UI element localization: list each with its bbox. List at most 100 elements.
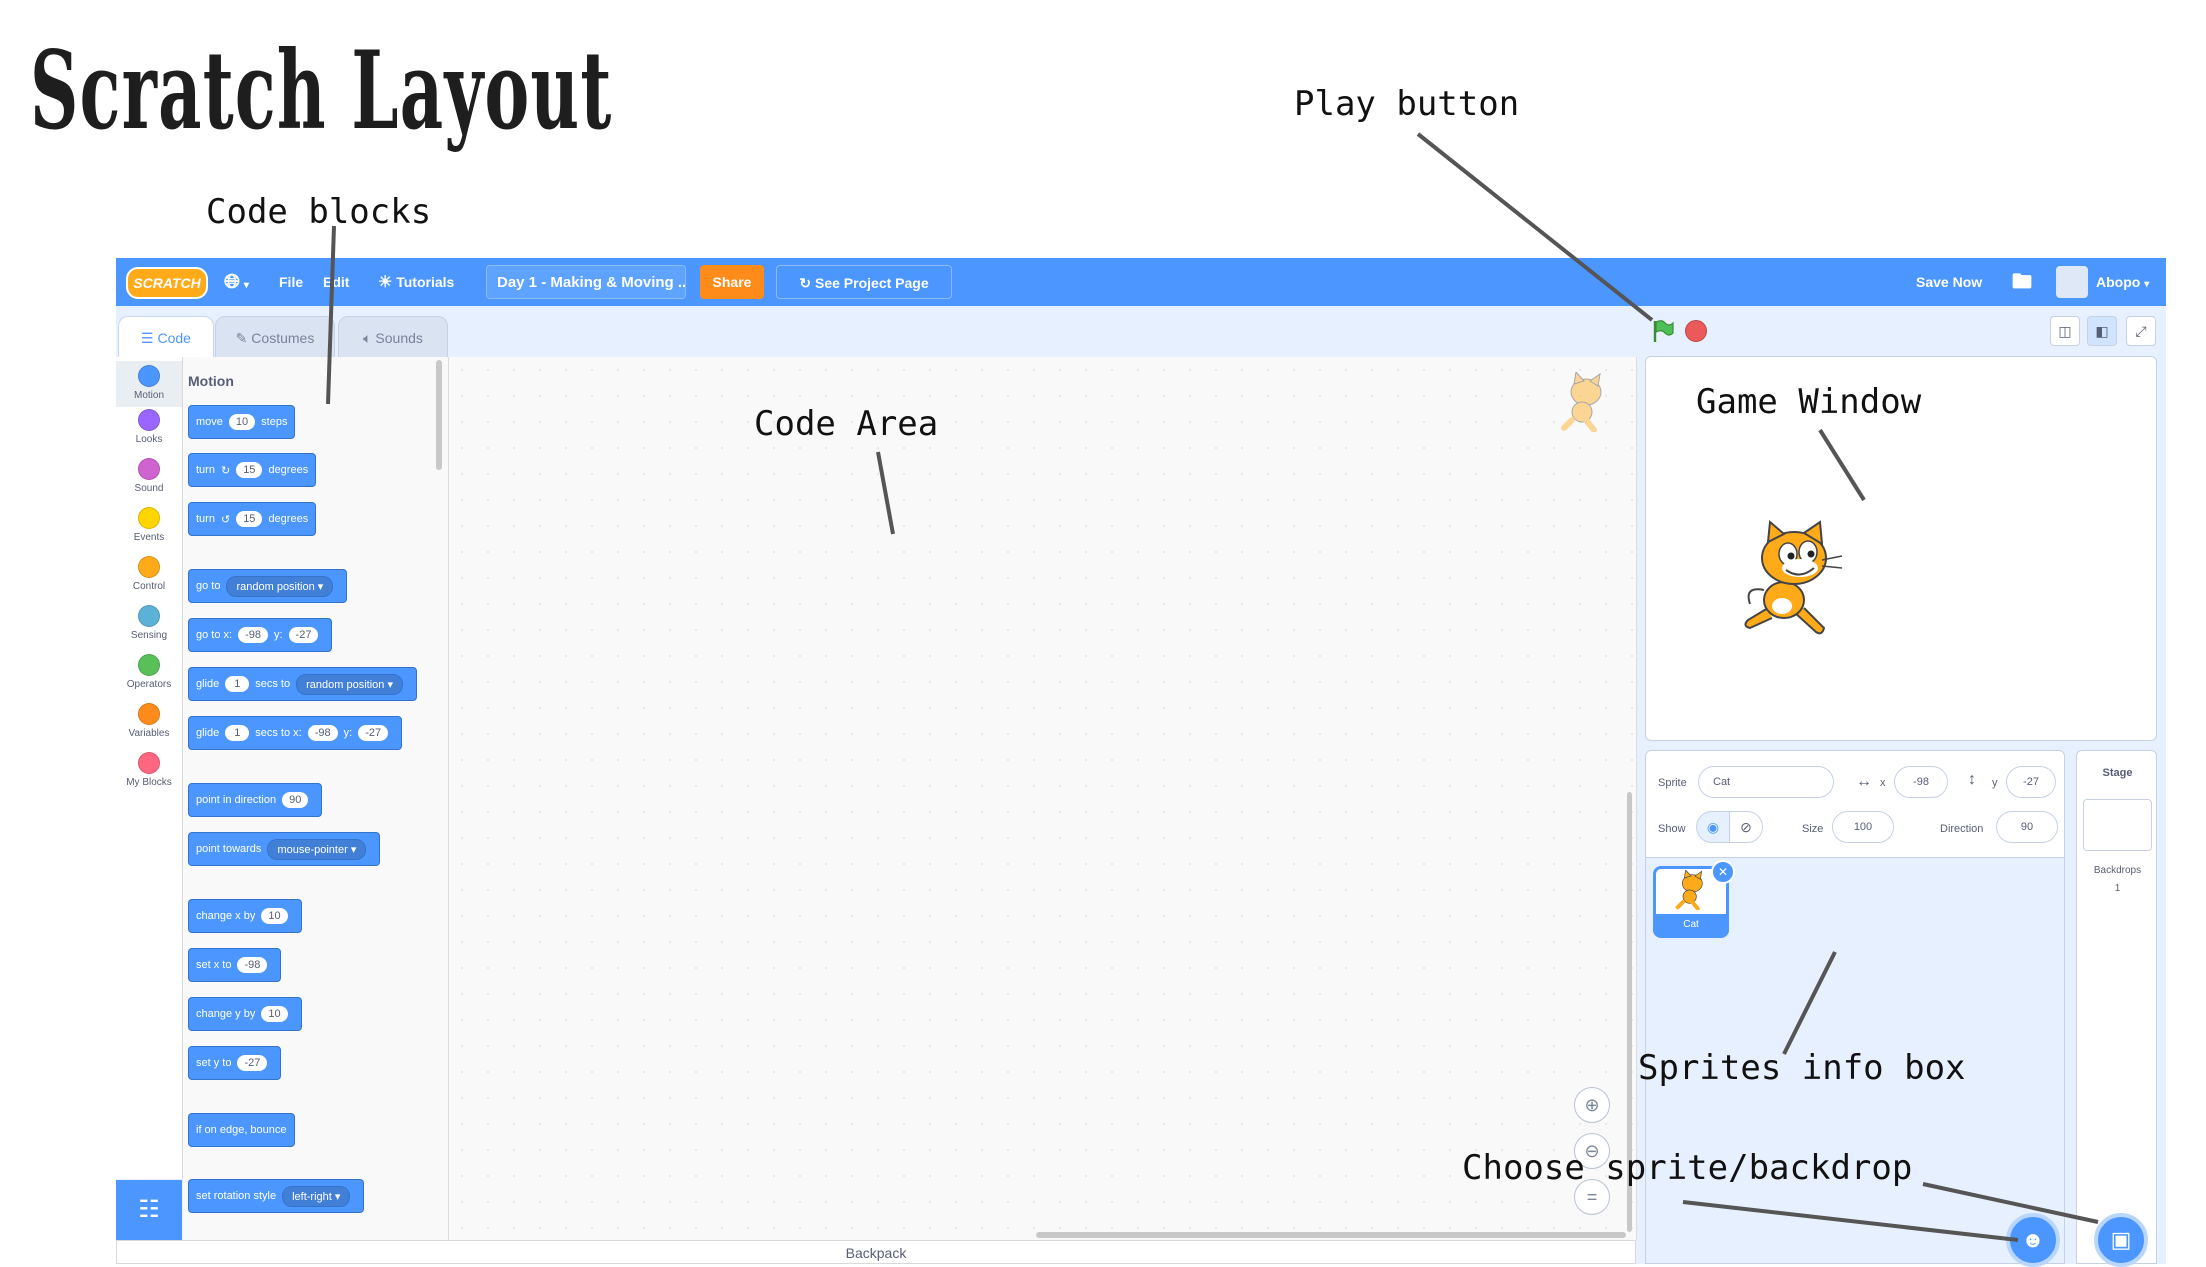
block-text: glide [196, 727, 220, 739]
category-control[interactable]: Control [116, 556, 182, 592]
backdrops-count: 1 [2114, 883, 2121, 894]
menu-bar: SCRATCH 🌐︎ ▾ File Edit ☀ Tutorials Day 1… [116, 258, 2166, 306]
block-text: turn [196, 464, 215, 476]
see-project-page-button[interactable]: ↻ See Project Page [776, 265, 952, 299]
green-flag-icon[interactable] [1650, 318, 1676, 344]
edit-menu[interactable]: Edit [323, 274, 350, 290]
block-input[interactable]: 1 [225, 725, 250, 741]
block-input[interactable]: 10 [228, 414, 256, 430]
category-operators[interactable]: Operators [116, 654, 182, 690]
language-menu[interactable]: 🌐︎ ▾ [224, 258, 249, 306]
category-label: Events [133, 532, 165, 543]
category-variables[interactable]: Variables [116, 703, 182, 739]
y-position-input[interactable]: -27 [2006, 766, 2056, 798]
stage-panel[interactable]: Stage Backdrops 1 [2076, 750, 2157, 1264]
save-now-button[interactable]: Save Now [1916, 274, 1983, 290]
user-menu[interactable]: Abopo ▾ [2096, 258, 2149, 306]
block-glide-to-xy[interactable]: glide 1 secs to x: -98 y: -27 [188, 716, 403, 750]
code-area-horizontal-scrollbar[interactable] [1036, 1232, 1626, 1238]
direction-input[interactable]: 90 [1996, 811, 2058, 843]
add-extension-button[interactable]: ☷ [116, 1180, 182, 1240]
delete-sprite-button[interactable]: ✕ [1711, 860, 1735, 884]
category-dot [138, 507, 160, 529]
block-text: steps [261, 416, 288, 428]
block-text: glide [196, 678, 220, 690]
backpack-bar[interactable]: Backpack [116, 1240, 1636, 1264]
block-point-in-direction[interactable]: point in direction 90 [188, 783, 323, 817]
show-visible-button[interactable]: ◉ [1696, 811, 1730, 843]
block-text: degrees [268, 513, 309, 525]
block-set-x[interactable]: set x to -98 [188, 948, 282, 982]
block-input[interactable]: -27 [288, 627, 319, 643]
category-events[interactable]: Events [116, 507, 182, 543]
block-input[interactable]: 10 [261, 1006, 288, 1022]
large-stage-button[interactable]: ◧ [2087, 316, 2117, 346]
zoom-in-button[interactable]: ⊕ [1574, 1087, 1610, 1123]
block-input[interactable]: 15 [236, 462, 263, 478]
share-button[interactable]: Share [700, 265, 764, 299]
tab-sounds[interactable]: 🔈︎ Sounds [338, 316, 448, 358]
tab-costumes[interactable]: ✎ Costumes [215, 316, 335, 358]
block-input[interactable]: 1 [225, 676, 250, 692]
block-move-steps[interactable]: move 10 steps [188, 405, 296, 439]
sprite-name-input[interactable]: Cat [1698, 766, 1834, 798]
block-dropdown[interactable]: random position ▾ [296, 673, 403, 695]
category-sound[interactable]: Sound [116, 458, 182, 494]
file-menu[interactable]: File [279, 274, 304, 290]
category-sensing[interactable]: Sensing [116, 605, 182, 641]
block-go-to[interactable]: go to random position ▾ [188, 569, 348, 603]
block-change-y[interactable]: change y by 10 [188, 997, 302, 1031]
choose-backdrop-button[interactable]: ▣ [2094, 1213, 2148, 1267]
code-area[interactable] [449, 357, 1637, 1240]
block-glide-to[interactable]: glide 1 secs to random position ▾ [188, 667, 417, 701]
category-my-blocks[interactable]: My Blocks [116, 752, 182, 788]
zoom-reset-button[interactable]: = [1574, 1179, 1610, 1215]
size-input[interactable]: 100 [1832, 811, 1894, 843]
choose-sprite-button[interactable]: ☻ [2006, 1213, 2060, 1267]
stage-game-window[interactable] [1645, 356, 2157, 741]
scratch-logo[interactable]: SCRATCH [126, 267, 208, 299]
block-dropdown[interactable]: mouse-pointer ▾ [267, 838, 367, 860]
project-title-input[interactable]: Day 1 - Making & Moving ... [486, 265, 686, 299]
sprite-cat-watermark-icon [1561, 372, 1602, 432]
stop-button[interactable] [1685, 320, 1707, 342]
cat-sprite-icon[interactable] [1738, 520, 1848, 638]
palette-scrollbar[interactable] [436, 360, 442, 470]
block-dropdown[interactable]: left-right ▾ [282, 1185, 351, 1207]
category-looks[interactable]: Looks [116, 409, 182, 445]
block-input[interactable]: 10 [261, 908, 288, 924]
block-go-to-xy[interactable]: go to x: -98 y: -27 [188, 618, 333, 652]
block-input[interactable]: -27 [358, 725, 389, 741]
block-input[interactable]: 15 [236, 511, 263, 527]
tutorials-label: Tutorials [396, 274, 455, 290]
fullscreen-button[interactable]: ⤢ [2126, 316, 2156, 346]
block-turn-left[interactable]: turn ↺ 15 degrees [188, 502, 317, 536]
block-point-towards[interactable]: point towards mouse-pointer ▾ [188, 832, 381, 866]
block-input[interactable]: -98 [238, 627, 268, 643]
block-set-y[interactable]: set y to -27 [188, 1046, 282, 1080]
block-input[interactable]: -27 [237, 1055, 268, 1071]
backdrop-thumbnail[interactable] [2083, 799, 2152, 851]
tab-code[interactable]: ☰ Code [118, 316, 214, 358]
tutorials-button[interactable]: ☀ Tutorials [378, 258, 454, 306]
block-dropdown[interactable]: random position ▾ [226, 575, 334, 597]
avatar[interactable] [2056, 266, 2088, 298]
category-motion[interactable]: Motion [116, 361, 182, 407]
block-input[interactable]: -98 [307, 725, 338, 741]
palette-heading: Motion [188, 373, 234, 389]
small-stage-button[interactable]: ◫ [2050, 316, 2080, 346]
folder-icon[interactable]: 🖿︎ [2012, 271, 2032, 293]
code-area-vertical-scrollbar[interactable] [1627, 792, 1632, 1232]
block-input[interactable]: 90 [282, 792, 309, 808]
block-input[interactable]: -98 [237, 957, 268, 973]
zoom-out-button[interactable]: ⊖ [1574, 1133, 1610, 1169]
category-dot [138, 556, 160, 578]
block-change-x[interactable]: change x by 10 [188, 899, 302, 933]
show-hidden-button[interactable]: ⊘ [1729, 811, 1763, 843]
block-bounce[interactable]: if on edge, bounce [188, 1113, 295, 1147]
block-turn-right[interactable]: turn ↻ 15 degrees [188, 453, 317, 487]
lightbulb-icon: ☀ [378, 274, 393, 291]
x-position-input[interactable]: -98 [1894, 766, 1948, 798]
block-text: secs to [255, 678, 291, 690]
block-set-rotation-style[interactable]: set rotation style left-right ▾ [188, 1179, 365, 1213]
